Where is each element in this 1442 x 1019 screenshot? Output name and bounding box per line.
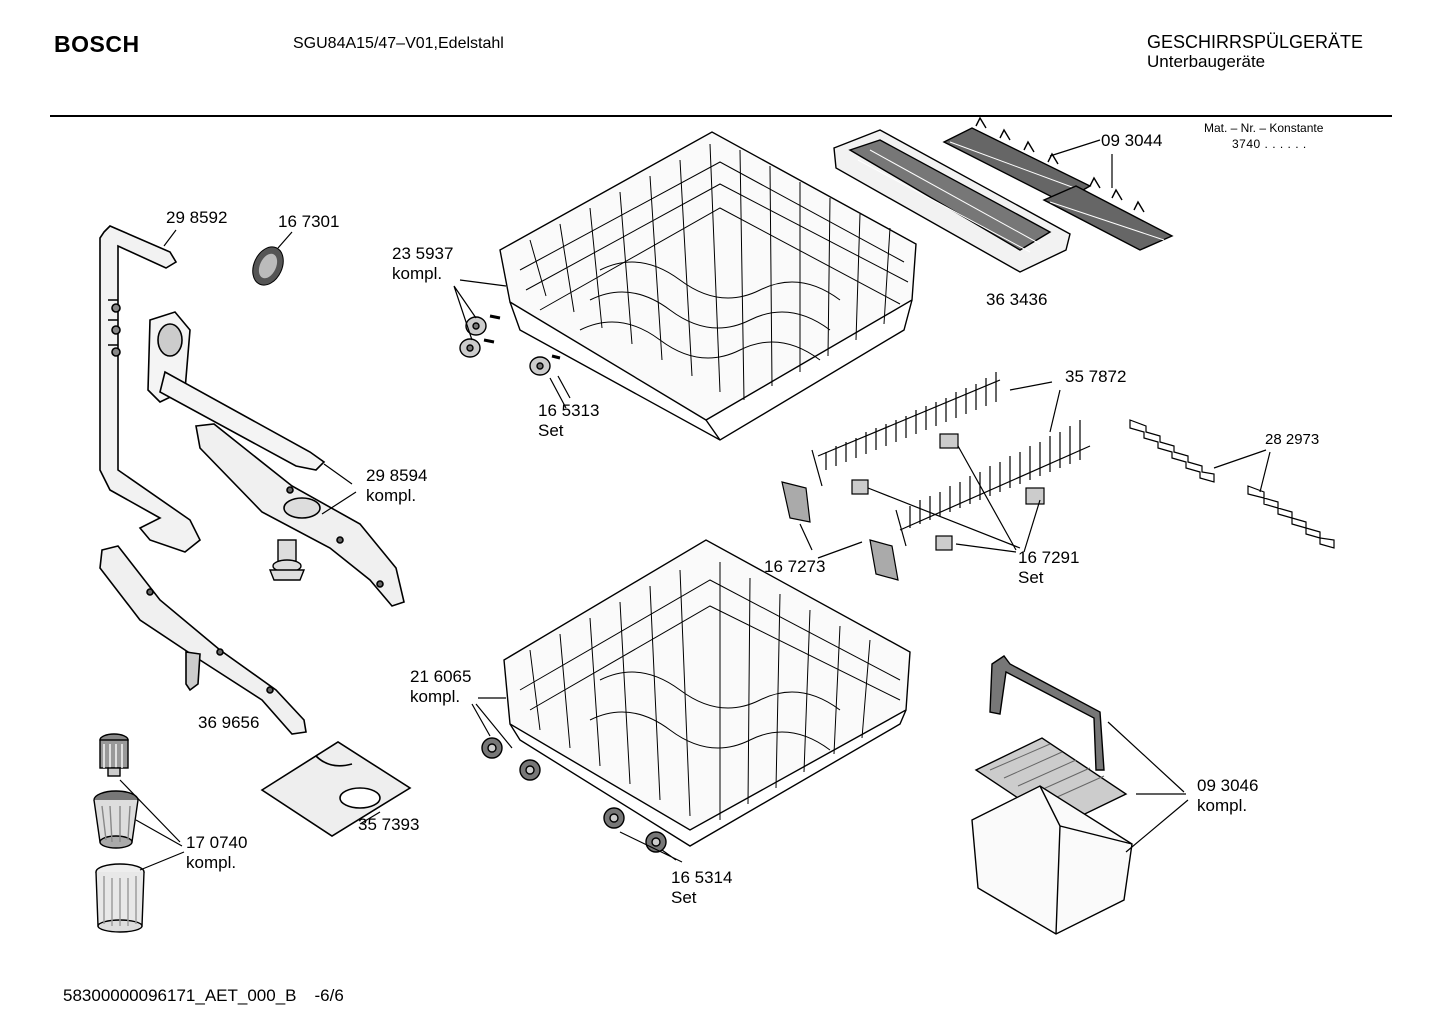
lower-basket <box>503 539 911 847</box>
lower-spray-arm <box>195 423 405 607</box>
cup-shelves <box>1129 419 1335 549</box>
tine-clips <box>851 433 1045 551</box>
document-id: 58300000096171_AET_000_B <box>63 986 297 1005</box>
cutlery-basket <box>971 655 1133 935</box>
lower-basket-wheels <box>481 737 667 853</box>
tray-rack-lower <box>1042 176 1174 251</box>
part-label-369656: 36 9656 <box>198 713 260 732</box>
part-label-357393: 35 7393 <box>358 815 420 834</box>
lower-arm-separate <box>99 545 307 735</box>
tine-holders <box>781 481 899 581</box>
fine-filter <box>95 863 145 933</box>
part-label-167301: 16 7301 <box>278 212 340 231</box>
folding-tine-row-1 <box>811 372 1001 487</box>
spray-supply-pipe <box>99 225 202 553</box>
part-label-363436: 36 3436 <box>986 290 1048 309</box>
cutlery-tray <box>833 129 1071 273</box>
upper-spray-arm <box>147 311 326 471</box>
footer: 58300000096171_AET_000_B -6/6 <box>63 986 344 1006</box>
part-label-298592: 29 8592 <box>166 208 228 227</box>
micro-filter <box>99 733 129 777</box>
brand-logo: BOSCH <box>54 31 140 57</box>
coarse-filter <box>93 790 139 849</box>
part-label-282973: 28 2973 <box>1265 431 1320 448</box>
part-label-093044: 09 3044 <box>1101 131 1163 150</box>
upper-basket <box>499 131 917 441</box>
filter-plate <box>260 741 412 837</box>
category-subtitle: Unterbaugeräte <box>1147 52 1266 71</box>
page-number: -6/6 <box>314 986 344 1005</box>
mat-nr-label: Mat. – Nr. – Konstante <box>1204 121 1324 135</box>
nozzle-cap <box>268 539 306 581</box>
part-label-167273: 16 7273 <box>764 557 826 576</box>
part-label-357872: 35 7872 <box>1065 367 1127 386</box>
leader-lines <box>119 139 1271 871</box>
mat-nr-value: 3740 . . . . . . <box>1232 137 1307 151</box>
folding-tine-row-2 <box>895 420 1091 547</box>
upper-basket-wheels <box>459 314 561 376</box>
category-title: GESCHIRRSPÜLGERÄTE <box>1147 32 1364 52</box>
model-number: SGU84A15/47–V01,Edelstahl <box>293 35 504 52</box>
mesh-cap <box>252 246 284 286</box>
